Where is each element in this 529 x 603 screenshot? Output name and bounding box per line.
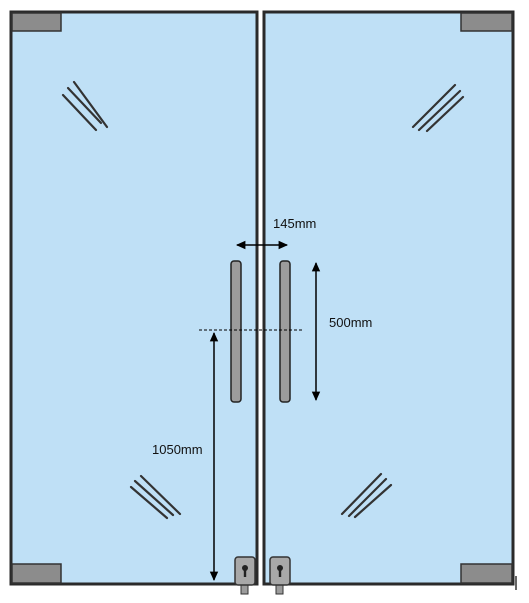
left-top-patch-fitting — [11, 12, 62, 32]
left-keyhole-icon — [242, 565, 248, 571]
handle-height-label: 1050mm — [152, 442, 203, 457]
right-glass-reflection-top — [411, 83, 465, 133]
right-glass-reflection-bottom — [340, 472, 393, 519]
left-glass-reflection-top — [61, 80, 109, 132]
right-floor-lock — [269, 556, 291, 595]
left-floor-lock — [234, 556, 256, 595]
left-pull-handle — [230, 260, 242, 403]
left-glass-panel — [9, 10, 259, 586]
handle-spacing-label: 145mm — [273, 216, 316, 231]
left-door — [9, 10, 259, 586]
right-keyhole-icon — [277, 565, 283, 571]
handle-length-label: 500mm — [329, 315, 372, 330]
left-glass-reflection-bottom — [129, 474, 182, 520]
right-door — [262, 10, 515, 586]
right-top-patch-fitting — [460, 12, 513, 32]
right-pull-handle — [279, 260, 291, 403]
right-bottom-patch-fitting — [460, 563, 513, 584]
left-bottom-patch-fitting — [11, 563, 62, 584]
right-glass-panel — [262, 10, 515, 586]
